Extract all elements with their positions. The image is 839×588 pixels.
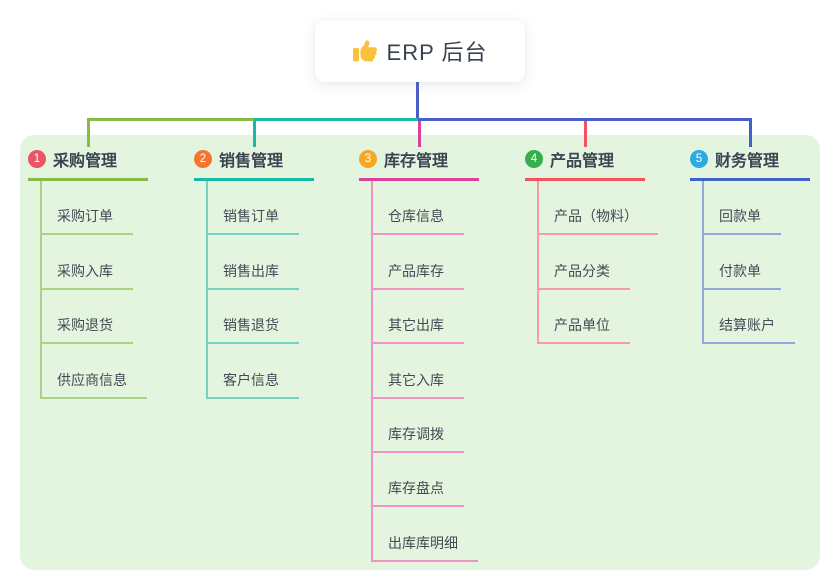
branch-children: 采购订单采购入库采购退货供应商信息 [40, 181, 193, 399]
child-node[interactable]: 付款单 [704, 261, 781, 290]
child-node[interactable]: 销售出库 [208, 261, 299, 290]
child-node[interactable]: 其它入库 [373, 370, 464, 399]
child-row: 销售出库 [208, 235, 359, 290]
child-node[interactable]: 库存盘点 [373, 478, 464, 508]
branch-title: 采购管理 [53, 153, 118, 170]
branch-title: 财务管理 [715, 153, 780, 170]
child-node[interactable]: 采购订单 [42, 206, 133, 236]
branch-children: 回款单付款单结算账户 [702, 181, 839, 345]
child-node[interactable]: 回款单 [704, 206, 781, 236]
child-row: 其它入库 [373, 344, 524, 399]
child-row: 库存调拨 [373, 399, 524, 453]
child-row: 销售退货 [208, 290, 359, 345]
branch-node[interactable]: 2 销售管理 [194, 147, 314, 181]
branch-column: 4 产品管理 产品（物料） 产品分类产品单位 [525, 147, 690, 345]
branch-column: 3 库存管理 仓库信息产品库存其它出库其它入库库存调拨库存盘点出库库明细 [359, 147, 524, 562]
child-node[interactable]: 销售订单 [208, 206, 299, 236]
branch-node[interactable]: 5 财务管理 [690, 147, 810, 181]
child-node[interactable]: 供应商信息 [42, 370, 147, 399]
connector-bus-line [418, 118, 751, 121]
child-row: 产品分类 [539, 235, 690, 290]
branch-node[interactable]: 4 产品管理 [525, 147, 645, 181]
child-row: 回款单 [704, 181, 839, 236]
child-row: 仓库信息 [373, 181, 524, 236]
branch-column: 1 采购管理 采购订单采购入库采购退货供应商信息 [28, 147, 193, 399]
branches-panel [20, 135, 820, 570]
child-node[interactable]: 结算账户 [704, 315, 795, 345]
thumbs-up-icon [352, 39, 377, 63]
child-node[interactable]: 产品库存 [373, 261, 464, 290]
child-node[interactable]: 产品单位 [539, 315, 630, 345]
connector-bus-line [254, 118, 418, 121]
child-node[interactable]: 采购退货 [42, 315, 133, 345]
child-row: 库存盘点 [373, 453, 524, 508]
child-row: 采购退货 [42, 290, 193, 345]
child-row: 销售订单 [208, 181, 359, 236]
child-row: 付款单 [704, 235, 839, 290]
child-row: 出库库明细 [373, 507, 524, 562]
child-row: 产品单位 [539, 290, 690, 345]
child-row: 供应商信息 [42, 344, 193, 399]
child-row: 产品库存 [373, 235, 524, 290]
child-node[interactable]: 客户信息 [208, 370, 299, 399]
branch-number-badge: 1 [28, 150, 46, 168]
branch-children: 产品（物料） 产品分类产品单位 [537, 181, 690, 345]
branch-node[interactable]: 1 采购管理 [28, 147, 148, 181]
child-row: 客户信息 [208, 344, 359, 399]
root-node[interactable]: ERP 后台 [315, 20, 525, 82]
branch-title: 销售管理 [219, 153, 284, 170]
branch-number-badge: 2 [194, 150, 212, 168]
branch-column: 2 销售管理 销售订单销售出库销售退货客户信息 [194, 147, 359, 399]
root-node-title: ERP 后台 [386, 40, 488, 65]
connector-drop-line [749, 118, 752, 147]
child-row: 其它出库 [373, 290, 524, 345]
connector-drop-line [584, 118, 587, 147]
branch-title: 产品管理 [550, 153, 615, 170]
child-row: 结算账户 [704, 290, 839, 345]
branch-children: 销售订单销售出库销售退货客户信息 [206, 181, 359, 399]
connector-trunk-line [416, 82, 419, 121]
branch-title: 库存管理 [384, 153, 449, 170]
child-node[interactable]: 其它出库 [373, 315, 464, 345]
child-row: 采购入库 [42, 235, 193, 290]
child-node[interactable]: 产品（物料） [539, 206, 658, 236]
branch-number-badge: 4 [525, 150, 543, 168]
connector-drop-line [87, 118, 90, 147]
branch-number-badge: 5 [690, 150, 708, 168]
branch-number-badge: 3 [359, 150, 377, 168]
child-node[interactable]: 仓库信息 [373, 206, 464, 236]
child-row: 采购订单 [42, 181, 193, 236]
connector-bus-line [87, 118, 254, 121]
connector-drop-line [253, 118, 256, 147]
child-node[interactable]: 采购入库 [42, 261, 133, 290]
child-node[interactable]: 产品分类 [539, 261, 630, 290]
child-row: 产品（物料） [539, 181, 690, 236]
child-node[interactable]: 出库库明细 [373, 533, 478, 562]
branch-column: 5 财务管理 回款单付款单结算账户 [690, 147, 839, 345]
branch-children: 仓库信息产品库存其它出库其它入库库存调拨库存盘点出库库明细 [371, 181, 524, 562]
child-node[interactable]: 销售退货 [208, 315, 299, 345]
child-node[interactable]: 库存调拨 [373, 424, 464, 453]
branch-node[interactable]: 3 库存管理 [359, 147, 479, 181]
connector-drop-line [418, 118, 421, 147]
